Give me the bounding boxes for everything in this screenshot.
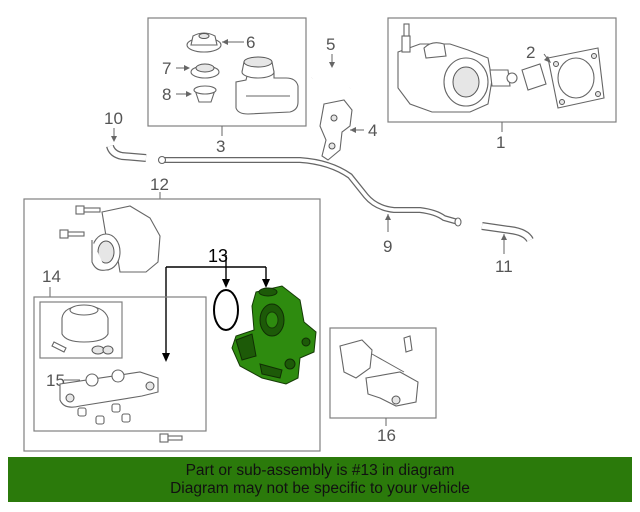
callout-14: 14 — [42, 267, 61, 286]
callout-13: 13 — [208, 246, 228, 266]
part-9-vacuum-pipe[interactable] — [157, 155, 462, 227]
callout-5: 5 — [326, 35, 335, 54]
part-3-reservoir[interactable] — [235, 56, 299, 115]
arrow-5 — [329, 62, 335, 68]
part-13-highlighted-body[interactable] — [231, 285, 317, 385]
arrow-8 — [186, 91, 192, 97]
callout-3: 3 — [216, 137, 225, 156]
part-8-strainer[interactable] — [193, 85, 217, 103]
part-15-reservoir[interactable] — [51, 304, 114, 355]
callout-1: 1 — [496, 133, 505, 152]
highlight-info-banner: Part or sub-assembly is #13 in diagram D… — [8, 457, 632, 502]
callout-10: 10 — [104, 109, 123, 128]
part-6-cap[interactable] — [186, 32, 222, 53]
arrow-4 — [350, 127, 356, 133]
banner-line-disclaimer: Diagram may not be specific to your vehi… — [170, 480, 470, 497]
callout-4: 4 — [368, 121, 377, 140]
banner-line-part-number: Part or sub-assembly is #13 in diagram — [185, 462, 455, 479]
part-7-seal[interactable] — [190, 63, 220, 79]
callout-6: 6 — [246, 33, 255, 52]
part-bolt-upper — [75, 205, 101, 215]
arrow-2 — [544, 56, 551, 63]
part-2-clip — [521, 63, 547, 91]
callout-11: 11 — [495, 257, 513, 276]
group-box-12 — [23, 198, 321, 452]
part-5-hose[interactable] — [310, 69, 353, 89]
callout-8: 8 — [162, 85, 171, 104]
callout-16: 16 — [377, 426, 396, 445]
part-bolt-bottom — [159, 433, 183, 443]
arrow-10 — [111, 136, 117, 142]
group-box-14 — [33, 296, 207, 432]
arrow-9 — [385, 214, 391, 220]
part-11-hose[interactable] — [481, 222, 534, 243]
arrow-6 — [222, 39, 228, 45]
group-box-3 — [147, 17, 307, 127]
part-bolt-lower — [59, 229, 85, 239]
part-bleeder-screws — [77, 403, 131, 425]
arrow-11 — [501, 234, 507, 240]
callout-9: 9 — [383, 237, 392, 256]
part-13-o-ring[interactable] — [213, 289, 239, 331]
callout-7: 7 — [162, 59, 171, 78]
group-box-16 — [329, 327, 437, 419]
part-master-cylinder[interactable] — [59, 369, 159, 408]
callout-2: 2 — [526, 43, 535, 62]
part-2-gasket[interactable] — [547, 47, 605, 109]
part-10-hose[interactable] — [106, 144, 147, 162]
callout-12: 12 — [150, 175, 169, 194]
exploded-parts-diagram: 6 7 8 3 5 4 — [23, 17, 617, 452]
group-box-15-reservoir — [39, 301, 123, 359]
part-4-bracket[interactable] — [319, 99, 353, 161]
part-1-booster-assembly[interactable] — [397, 23, 518, 113]
leader-13 — [162, 255, 270, 362]
arrow-7 — [184, 65, 190, 71]
part-pump-housing[interactable] — [91, 205, 161, 273]
part-16-bracket[interactable] — [339, 335, 419, 407]
